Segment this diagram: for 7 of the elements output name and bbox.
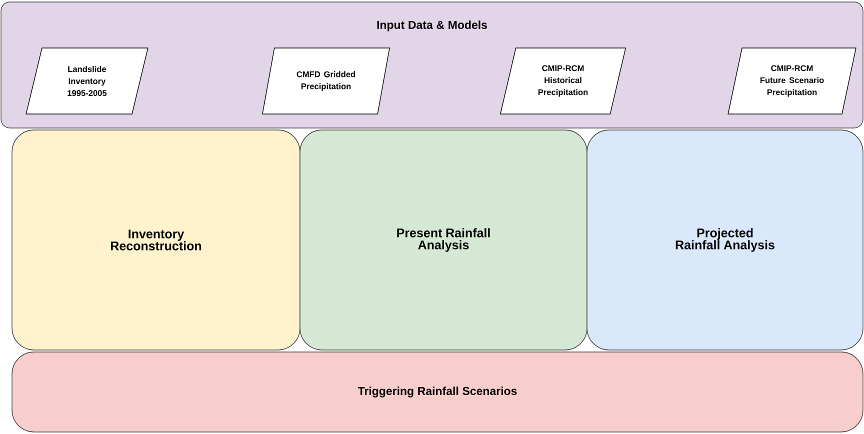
process-box: Projected Rainfall Analysis (586, 130, 864, 350)
process-box: Inventory Reconstruction (12, 130, 300, 350)
data-parallelogram: Landslide Inventory 1995-2005 (26, 48, 148, 114)
data-parallelogram: CMFD Gridded Precipitation (262, 48, 390, 114)
process-box: Present Rainfall Analysis (300, 130, 588, 350)
data-parallelogram: CMIP-RCM Future Scenario Precipitation (728, 48, 856, 114)
process-box: Triggering Rainfall Scenarios (12, 352, 864, 432)
